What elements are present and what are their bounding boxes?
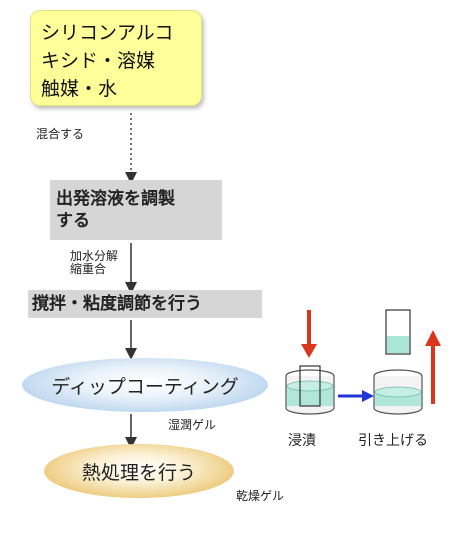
start-materials-box: シリコンアルコ キシド・溶媒 触媒・水	[30, 10, 202, 106]
dip-coating-text: ディップコーティング	[51, 375, 239, 398]
prepare-solution-box: 出発溶液を調製 する	[50, 180, 222, 240]
withdrawal-beaker-icon	[373, 369, 423, 415]
stir-viscosity-box: 撹拌・粘度調節を行う	[28, 290, 262, 318]
dip-coating-ellipse: ディップコーティング	[22, 358, 268, 412]
dry-gel-label: 乾燥ゲル	[236, 489, 285, 503]
immerse-label: 浸漬	[288, 433, 316, 449]
immersion-beaker-icon	[285, 365, 335, 415]
immerse-arrow-icon	[301, 310, 317, 358]
mix-label: 混合する	[36, 127, 85, 141]
pull-up-label: 引き上げる	[358, 433, 428, 449]
next-arrow-icon	[338, 390, 374, 402]
coated-substrate-icon	[385, 309, 411, 355]
pull-up-arrow-icon	[425, 330, 441, 404]
hydrolysis-label: 加水分解 縮重合	[70, 249, 119, 276]
wet-gel-label: 湿潤ゲル	[168, 418, 217, 432]
heat-treatment-text: 熱処理を行う	[81, 461, 196, 484]
dip-illustration	[285, 309, 441, 415]
heat-treatment-ellipse: 熱処理を行う	[44, 444, 234, 498]
